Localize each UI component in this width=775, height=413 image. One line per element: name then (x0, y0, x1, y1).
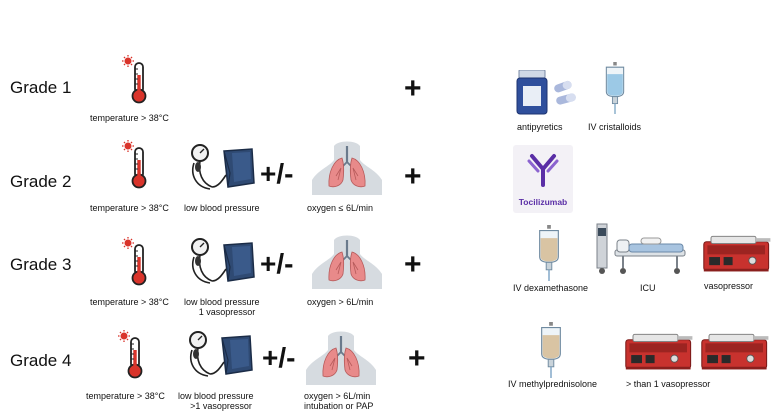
syringe-pump-icon (700, 330, 772, 372)
oxygen-caption: oxygen > 6L/min (304, 391, 371, 401)
capsules-icon (554, 80, 576, 105)
temperature-caption: temperature > 38°C (90, 113, 169, 123)
treatment-label: antipyretics (517, 122, 563, 132)
blood-pressure-caption: low blood pressure (184, 203, 260, 213)
plus-sign: + (408, 342, 426, 375)
thermometer-icon (122, 55, 152, 105)
treatment-label: vasopressor (704, 281, 754, 291)
grade-3-label: Grade 3 (10, 255, 72, 274)
oxygen-caption: oxygen ≤ 6L/min (307, 203, 373, 213)
thermometer-icon (122, 237, 152, 287)
plus-sign: + (404, 160, 422, 193)
tocilizumab-card: Tocilizumab (513, 145, 573, 213)
grade-2-label: Grade 2 (10, 172, 72, 191)
lungs-icon (312, 234, 382, 289)
bp-cuff-icon (188, 237, 258, 287)
tocilizumab-label: Tocilizumab (518, 197, 568, 207)
plus-sign: + (404, 72, 422, 105)
thermometer-icon (122, 140, 152, 190)
treatment-label: IV methylprednisolone (508, 379, 598, 389)
plus-minus-operator: +/- (262, 342, 296, 373)
vasopressor-caption: 1 vasopressor (198, 307, 256, 317)
antibody-icon (527, 154, 559, 187)
pill-bottle-icon (516, 70, 548, 115)
treatment-label: IV cristalloids (588, 122, 642, 132)
iv-bag-icon (535, 225, 563, 281)
lungs-icon (312, 140, 382, 195)
iv-bag-icon (537, 322, 565, 378)
treatment-label: IV dexamethasone (513, 283, 589, 293)
icu-bed-icon (596, 223, 686, 274)
treatment-label: > than 1 vasopressor (626, 379, 711, 389)
bp-cuff-icon (186, 330, 256, 380)
thermometer-icon (118, 330, 148, 380)
grade-4-label: Grade 4 (10, 351, 72, 370)
blood-pressure-caption: low blood pressure (184, 297, 260, 307)
vasopressor-caption: >1 vasopressor (190, 401, 252, 411)
grade-1-label: Grade 1 (10, 78, 72, 97)
plus-minus-operator: +/- (260, 248, 294, 279)
blood-pressure-caption: low blood pressure (178, 391, 254, 401)
lungs-icon (306, 330, 376, 385)
plus-sign: + (404, 248, 422, 281)
plus-minus-operator: +/- (260, 158, 294, 189)
oxygen-caption: oxygen > 6L/min (307, 297, 374, 307)
syringe-pump-icon (702, 232, 774, 274)
oxygen-caption: intubation or PAP (304, 401, 374, 411)
temperature-caption: temperature > 38°C (90, 297, 169, 307)
treatment-label: ICU (640, 283, 656, 293)
temperature-caption: temperature > 38°C (90, 203, 169, 213)
iv-bag-icon (602, 62, 628, 114)
temperature-caption: temperature > 38°C (86, 391, 165, 401)
syringe-pump-icon (624, 330, 696, 372)
bp-cuff-icon (188, 143, 258, 193)
